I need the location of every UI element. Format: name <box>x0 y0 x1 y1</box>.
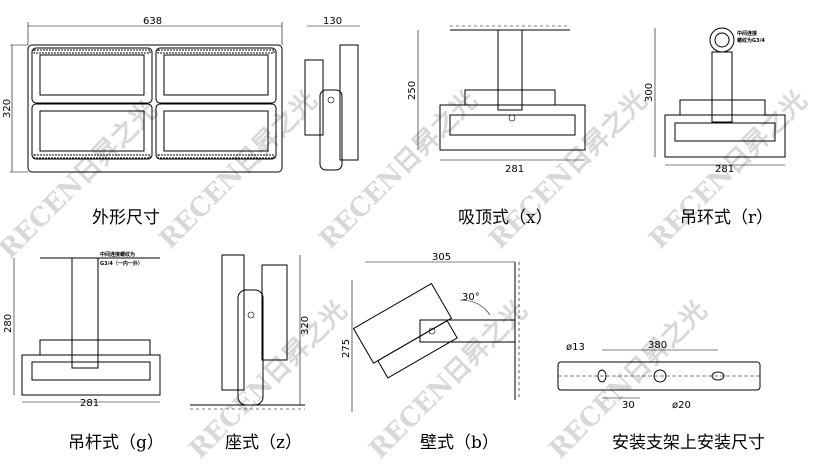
svg-text:281: 281 <box>715 164 734 175</box>
svg-text:RECEN日昇之光: RECEN日昇之光 <box>0 95 163 265</box>
svg-text:300: 300 <box>644 83 655 102</box>
caption-bracket: 安装支架上安装尺寸 <box>612 433 765 453</box>
svg-text:螺纹为G3/4: 螺纹为G3/4 <box>737 37 765 44</box>
bracket-view: 380 ø13 30 ø20 <box>557 340 761 411</box>
svg-text:280: 280 <box>3 314 14 333</box>
wall-mount-view: 305 275 30° <box>341 252 520 412</box>
svg-text:250: 250 <box>407 81 418 100</box>
caption-ring: 吊环式（r） <box>680 208 774 228</box>
svg-text:130: 130 <box>323 16 342 27</box>
svg-text:ø13: ø13 <box>566 342 585 353</box>
rod-mount-view: 中间连接螺纹为 G3/4（一内一外） 280 281 <box>3 251 161 409</box>
svg-text:ø20: ø20 <box>672 400 691 411</box>
svg-text:30°: 30° <box>462 292 480 303</box>
svg-text:中间连接螺纹为: 中间连接螺纹为 <box>100 251 135 258</box>
seat-mount-view: 320 <box>190 254 311 410</box>
svg-text:30: 30 <box>622 400 635 411</box>
ring-mount-view: 中间连接 螺纹为G3/4 300 281 <box>644 27 786 175</box>
watermark: RECEN日昇之光 RECEN日昇之光 RECEN日昇之光 RECEN日昇之光 … <box>0 85 813 464</box>
caption-wall: 壁式（b） <box>420 433 499 453</box>
caption-outline: 外形尺寸 <box>92 208 160 228</box>
svg-text:305: 305 <box>432 252 451 263</box>
dim-width: 638 <box>143 16 162 27</box>
svg-text:320: 320 <box>300 316 311 335</box>
caption-rod: 吊杆式（g） <box>68 433 164 453</box>
caption-ceiling: 吸顶式（x） <box>458 208 553 228</box>
svg-text:275: 275 <box>341 339 352 358</box>
svg-text:281: 281 <box>80 398 99 409</box>
side-view: 130 <box>304 16 360 171</box>
svg-text:中间连接: 中间连接 <box>737 30 757 37</box>
svg-text:380: 380 <box>648 340 667 351</box>
svg-text:RECEN日昇之光: RECEN日昇之光 <box>153 85 323 255</box>
ceiling-mount-view: 250 281 <box>407 25 586 175</box>
svg-text:281: 281 <box>505 164 524 175</box>
svg-text:G3/4（一内一外）: G3/4（一内一外） <box>100 260 143 267</box>
caption-seat: 座式（z） <box>225 433 302 453</box>
dim-height: 320 <box>2 99 13 118</box>
front-view: 638 320 <box>2 16 283 173</box>
